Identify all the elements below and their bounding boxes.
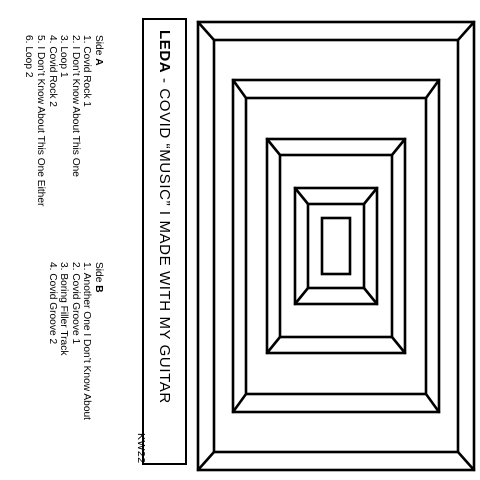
bevel-corner-line xyxy=(231,392,248,414)
bevel-corner-line xyxy=(424,392,441,414)
track-item: 3. Boring Filler Track xyxy=(58,262,70,356)
frame-outline xyxy=(320,216,352,276)
side-a-heading: Side A xyxy=(92,35,104,206)
bevel-corner-line xyxy=(231,78,248,100)
track-item: 1. Covid Rock 1 xyxy=(81,35,93,107)
frame-outline xyxy=(306,202,366,290)
track-item: 6. Loop 2 xyxy=(23,35,35,78)
bevel-corner-line xyxy=(390,137,407,157)
side-a-tracklist: Side A 1. Covid Rock 1 2. I Don’t Know A… xyxy=(23,35,104,206)
track-item: 1. Another One I Don’t Know About xyxy=(81,262,93,421)
cassette-insert-text: LEDA - COVID “MUSIC” I MADE WITH MY GUIT… xyxy=(0,0,190,480)
bevel-corner-line xyxy=(456,450,476,472)
frame-outline xyxy=(244,96,428,396)
side-b-prefix: Side xyxy=(93,262,104,286)
track-item: 5. I Don’t Know About This One Either xyxy=(35,35,47,207)
bevel-corner-line xyxy=(196,450,216,472)
bevel-corner-line xyxy=(265,335,282,355)
frame-outline xyxy=(212,38,460,454)
side-b-heading: Side B xyxy=(92,262,104,420)
track-item: 2. I Don’t Know About This One xyxy=(69,35,81,177)
bevel-corner-line xyxy=(362,286,379,306)
track-item: 2. Covid Groove 1 xyxy=(69,262,81,345)
side-a-prefix: Side xyxy=(93,35,104,59)
track-item: 4. Covid Rock 2 xyxy=(46,35,58,107)
frame-outline xyxy=(265,137,407,355)
bevel-corner-line xyxy=(390,335,407,355)
bevel-corner-line xyxy=(293,186,310,206)
album-name: - COVID “MUSIC” I MADE WITH MY GUITAR xyxy=(156,73,173,404)
album-title: LEDA - COVID “MUSIC” I MADE WITH MY GUIT… xyxy=(156,30,173,404)
side-b-tracklist: Side B 1. Another One I Don’t Know About… xyxy=(46,262,104,420)
bevel-corner-line xyxy=(293,286,310,306)
bevel-corner-line xyxy=(424,78,441,100)
bevel-corner-line xyxy=(265,137,282,157)
frame-outline xyxy=(196,20,476,472)
side-a-letter: A xyxy=(93,58,104,66)
frame-outline xyxy=(293,186,379,306)
track-item: 3. Loop 1 xyxy=(58,35,70,78)
artist-name: LEDA xyxy=(156,30,173,74)
side-b-letter: B xyxy=(93,285,104,293)
frame-outline xyxy=(278,153,394,339)
catalog-number: KW22 xyxy=(135,433,147,464)
title-box: LEDA - COVID “MUSIC” I MADE WITH MY GUIT… xyxy=(142,18,187,465)
bevel-corner-line xyxy=(196,20,216,42)
track-item: 4. Covid Groove 2 xyxy=(46,262,58,345)
concentric-frames-artwork xyxy=(196,20,476,472)
bevel-corner-line xyxy=(362,186,379,206)
bevel-corner-line xyxy=(456,20,476,42)
frame-outline xyxy=(231,78,441,414)
